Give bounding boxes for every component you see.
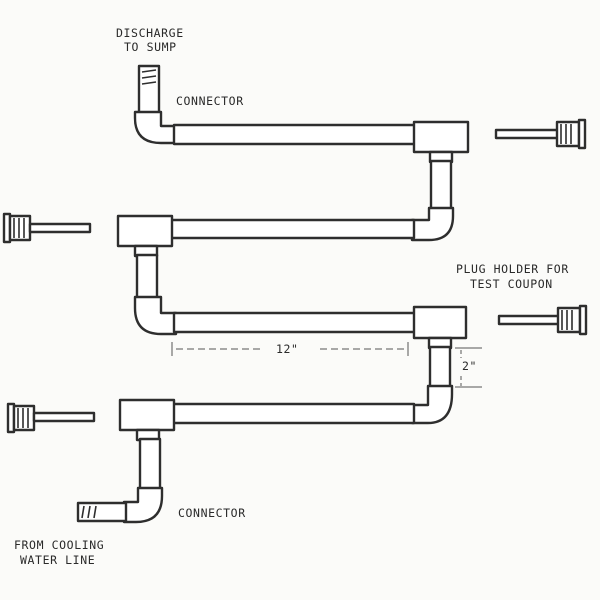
pipe-row-1: [172, 123, 418, 146]
plug-holder-label-line1: PLUG HOLDER FOR: [456, 262, 569, 276]
bottom-elbow: [122, 486, 164, 524]
dimension-2-label: 2": [462, 359, 477, 373]
plug-holder-2: [2, 212, 92, 244]
dimension-12-line: [171, 342, 409, 356]
connector-label-top: CONNECTOR: [176, 94, 244, 108]
pipe-row-3: [172, 311, 418, 334]
riser-left-1: [135, 253, 159, 302]
pipe-row-2: [168, 218, 416, 240]
from-label-line1: FROM COOLING: [14, 538, 104, 552]
dimension-2-line: [455, 347, 482, 388]
from-label-line2: WATER LINE: [20, 553, 95, 567]
tee-row-3-right: [412, 305, 468, 350]
top-elbow: [133, 110, 178, 145]
discharge-outlet-stub: [137, 64, 161, 118]
tee-row-2-left: [116, 214, 174, 258]
plug-holder-1: [494, 118, 587, 150]
riser-right-2: [428, 345, 452, 391]
riser-right-1: [429, 159, 453, 213]
plug-holder-4: [6, 402, 96, 434]
tee-row-4-left: [118, 398, 176, 442]
elbow-right-1: [410, 206, 455, 242]
plug-holder-3: [497, 304, 588, 336]
pipe-row-4: [170, 402, 416, 425]
tee-row-1-right: [412, 120, 470, 164]
connector-label-bottom: CONNECTOR: [178, 506, 246, 520]
elbow-right-2: [410, 384, 454, 425]
plug-holder-label-line2: TEST COUPON: [470, 277, 553, 291]
discharge-label-line2: TO SUMP: [124, 40, 177, 54]
elbow-left-1: [133, 295, 178, 336]
discharge-label-line1: DISCHARGE: [116, 26, 184, 40]
inlet-stub: [76, 501, 128, 523]
inlet-riser: [138, 437, 162, 493]
dimension-12-label: 12": [276, 342, 299, 356]
